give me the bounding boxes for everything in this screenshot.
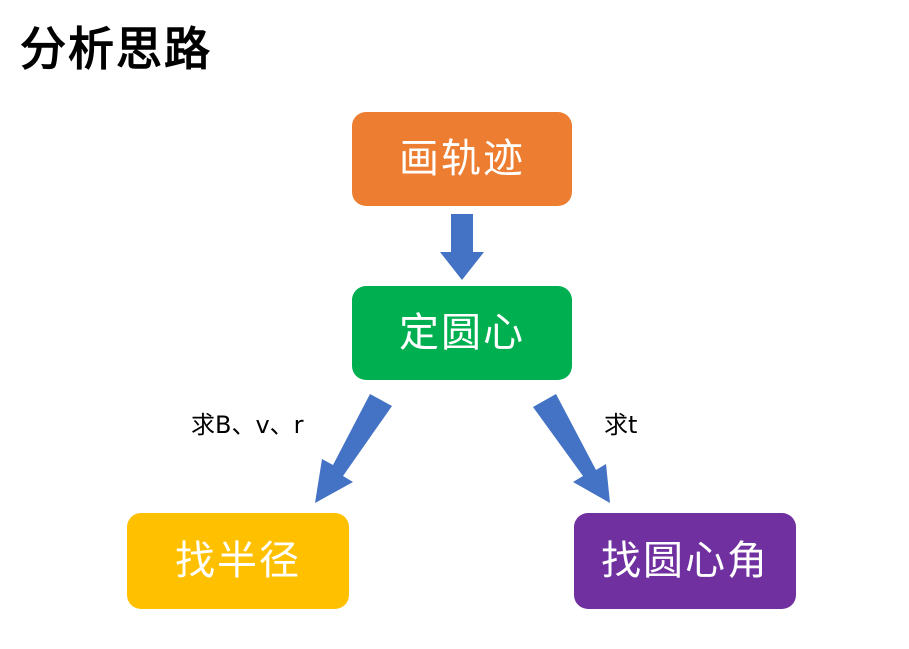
arrow-center-to-angle	[533, 394, 610, 503]
node-draw-trajectory-label: 画轨迹	[399, 136, 525, 182]
edge-label-right: 求t	[604, 411, 638, 439]
node-find-central-angle-label: 找圆心角	[601, 538, 769, 584]
arrow-draw-to-center	[440, 214, 484, 280]
page-title: 分析思路	[20, 22, 212, 76]
node-find-center: 定圆心	[352, 286, 572, 380]
edge-label-left: 求B、v、r	[191, 411, 304, 439]
node-find-radius: 找半径	[127, 513, 349, 609]
node-find-center-label: 定圆心	[399, 310, 525, 356]
node-find-central-angle: 找圆心角	[574, 513, 796, 609]
node-draw-trajectory: 画轨迹	[352, 112, 572, 206]
arrow-center-to-radius	[315, 394, 392, 503]
node-find-radius-label: 找半径	[175, 538, 301, 584]
